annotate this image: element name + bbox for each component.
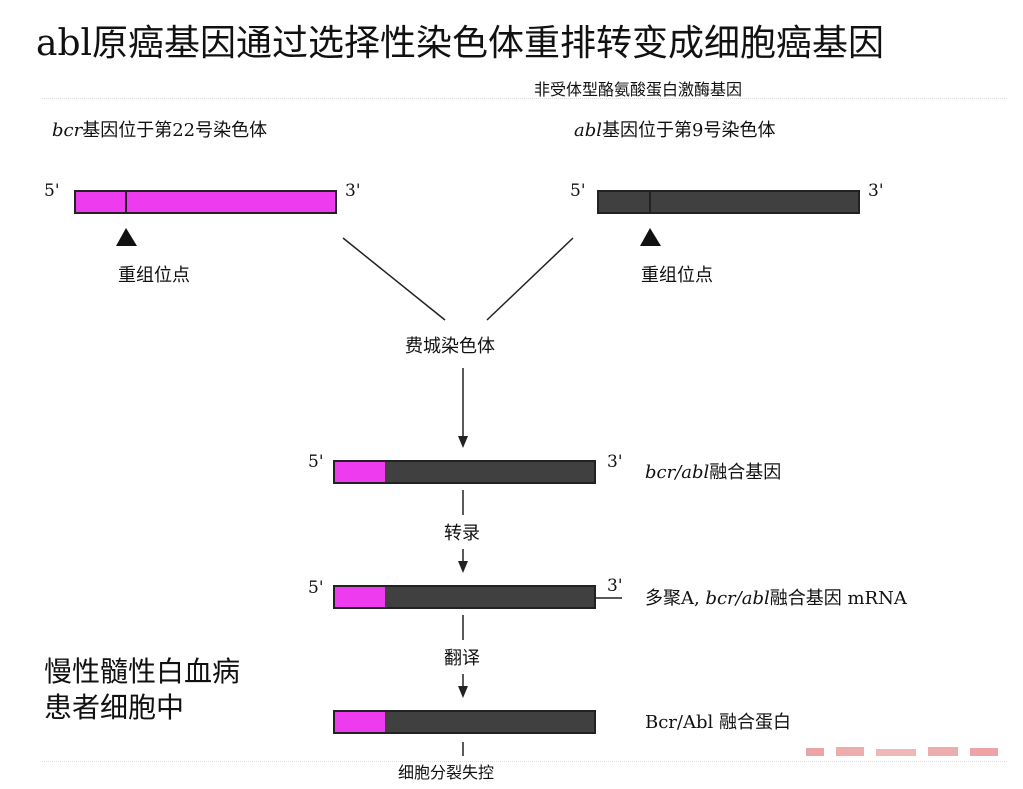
mrna-3prime: 3' bbox=[607, 576, 623, 596]
bcr-3prime: 3' bbox=[345, 181, 361, 201]
patient-note-line2: 患者细胞中 bbox=[44, 691, 185, 724]
philadelphia-chromosome-label: 费城染色体 bbox=[405, 336, 495, 357]
arrowhead-mrna bbox=[458, 561, 468, 573]
abl-gene-bar bbox=[597, 190, 860, 214]
protein-label: Bcr/Abl 融合蛋白 bbox=[645, 712, 791, 733]
bcr-gene-label: bcr基因位于第22号染色体 bbox=[52, 120, 268, 141]
mrna-bar bbox=[333, 585, 596, 609]
translation-step: 翻译 bbox=[444, 648, 480, 669]
abl-recombination-site: 重组位点 bbox=[641, 265, 713, 286]
mrna-5prime: 5' bbox=[308, 578, 324, 598]
fusion-gene-bar bbox=[333, 460, 596, 484]
cell-division-note: 细胞分裂失控 bbox=[398, 763, 495, 782]
arrowhead-fusion bbox=[458, 436, 468, 448]
protein-bar bbox=[333, 710, 596, 734]
bcr-gene-bar bbox=[74, 190, 337, 214]
bcr-5prime: 5' bbox=[44, 181, 60, 201]
fusion-5prime: 5' bbox=[308, 452, 324, 472]
abl-5prime: 5' bbox=[570, 181, 586, 201]
left-site-triangle bbox=[116, 228, 137, 246]
bcr-recombination-site: 重组位点 bbox=[118, 265, 190, 286]
abl-gene-note: 非受体型酪氨酸蛋白激酶基因 bbox=[534, 80, 743, 99]
mrna-label: 多聚A, bcr/abl融合基因 mRNA bbox=[645, 588, 907, 609]
transcription-step: 转录 bbox=[444, 523, 480, 544]
fusion-3prime: 3' bbox=[607, 452, 623, 472]
right-merge-line bbox=[486, 237, 574, 321]
patient-note: 慢性髓性白血病 患者细胞中 bbox=[44, 654, 240, 726]
patient-note-line1: 慢性髓性白血病 bbox=[44, 655, 241, 688]
right-site-triangle bbox=[640, 228, 661, 246]
abl-gene-label: abl基因位于第9号染色体 bbox=[574, 120, 776, 141]
slide-title: abl原癌基因通过选择性染色体重排转变成细胞癌基因 bbox=[36, 23, 885, 64]
red-smudge-decoration bbox=[806, 747, 998, 756]
arrowhead-protein bbox=[458, 686, 468, 698]
left-merge-line bbox=[342, 237, 446, 321]
abl-3prime: 3' bbox=[868, 181, 884, 201]
fusion-gene-label: bcr/abl融合基因 bbox=[645, 462, 782, 483]
